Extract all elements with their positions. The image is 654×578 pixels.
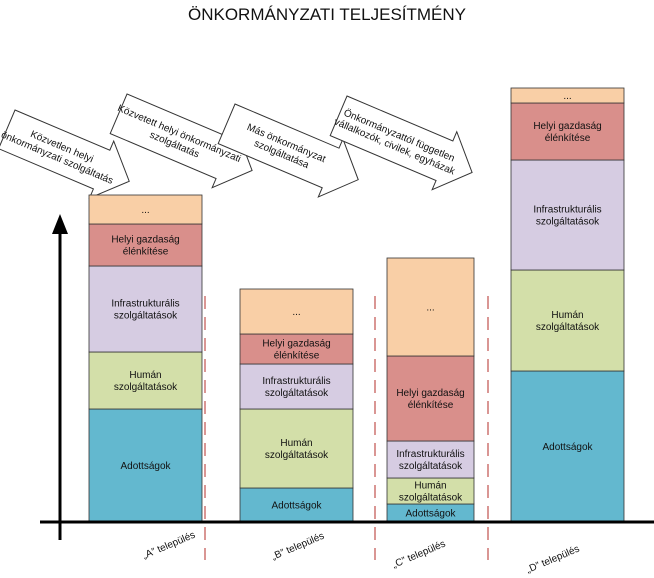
category-label: „A” település bbox=[141, 530, 197, 562]
segment-label-line: szolgáltatások bbox=[399, 461, 463, 472]
segment-label-line: Humán bbox=[280, 438, 312, 449]
segment-human bbox=[88, 351, 203, 410]
segment-label: ... bbox=[141, 205, 149, 216]
segment-label-line: ... bbox=[141, 205, 149, 216]
segment-helyi_gazdasag bbox=[88, 223, 203, 267]
segment-label-line: élénkítése bbox=[545, 133, 591, 144]
segment-label: ... bbox=[563, 91, 571, 102]
segment-label-line: élénkítése bbox=[274, 351, 320, 362]
dividers-layer bbox=[204, 296, 489, 560]
arrow-up-icon bbox=[52, 214, 68, 234]
arrow-shape bbox=[329, 95, 473, 191]
segment-label: ... bbox=[292, 307, 300, 318]
segment-label-line: Infrastrukturális bbox=[111, 299, 179, 310]
segment-label-line: szolgáltatások bbox=[265, 450, 329, 461]
segment-human bbox=[239, 408, 354, 489]
segment-label-line: szolgáltatások bbox=[114, 311, 178, 322]
segment-label: Adottságok bbox=[405, 509, 456, 520]
arrow-shape bbox=[0, 109, 130, 200]
segment-label-line: Adottságok bbox=[405, 509, 456, 520]
segment-helyi_gazdasag bbox=[386, 355, 475, 442]
segment-label-line: élénkítése bbox=[123, 247, 169, 258]
category-label: „C” település bbox=[391, 539, 447, 571]
segment-label-line: Infrastrukturális bbox=[262, 376, 330, 387]
diagram-title: ÖNKORMÁNYZATI TELJESÍTMÉNY bbox=[188, 5, 466, 24]
segment-adottsagok bbox=[510, 370, 625, 523]
segment-label-line: Infrastrukturális bbox=[533, 205, 601, 216]
segment-label-line: ... bbox=[563, 91, 571, 102]
segment-helyi_gazdasag bbox=[510, 102, 625, 161]
segment-human bbox=[386, 477, 475, 505]
segment-label-line: ... bbox=[292, 307, 300, 318]
segment-label-line: Helyi gazdaság bbox=[396, 388, 464, 399]
arrow-shape bbox=[217, 103, 359, 198]
segment-label-line: élénkítése bbox=[408, 400, 454, 411]
segment-egyeb bbox=[239, 288, 354, 335]
segment-label-line: Adottságok bbox=[542, 442, 593, 453]
segment-helyi_gazdasag bbox=[239, 333, 354, 365]
segment-label-line: Helyi gazdaság bbox=[262, 339, 330, 350]
segment-label-line: szolgáltatások bbox=[536, 322, 600, 333]
segment-label: Adottságok bbox=[120, 461, 171, 472]
segment-egyeb bbox=[386, 257, 475, 357]
segment-label-line: Helyi gazdaság bbox=[533, 121, 601, 132]
segment-label-line: Humán bbox=[414, 481, 446, 492]
segment-label: Adottságok bbox=[542, 442, 593, 453]
segment-egyeb bbox=[88, 194, 203, 225]
category-label: „D” település bbox=[525, 544, 581, 576]
segment-label-line: Humán bbox=[129, 370, 161, 381]
segment-infrastrukturalis bbox=[239, 363, 354, 410]
segment-label: ... bbox=[426, 303, 434, 314]
segment-label-line: Adottságok bbox=[271, 501, 322, 512]
segment-label-line: szolgáltatások bbox=[265, 388, 329, 399]
category-label: „B” település bbox=[270, 531, 326, 563]
segment-label-line: Helyi gazdaság bbox=[111, 235, 179, 246]
segment-label-line: szolgáltatások bbox=[114, 382, 178, 393]
segment-label: Adottságok bbox=[271, 501, 322, 512]
segment-label-line: Adottságok bbox=[120, 461, 171, 472]
segment-egyeb bbox=[510, 87, 625, 104]
segment-label-line: ... bbox=[426, 303, 434, 314]
segment-label-line: szolgáltatások bbox=[399, 493, 463, 504]
segment-adottsagok bbox=[239, 487, 354, 523]
segment-label-line: Humán bbox=[551, 310, 583, 321]
segment-label-line: szolgáltatások bbox=[536, 217, 600, 228]
segment-infrastrukturalis bbox=[510, 159, 625, 271]
segment-infrastrukturalis bbox=[88, 265, 203, 353]
segment-human bbox=[510, 269, 625, 372]
segment-infrastrukturalis bbox=[386, 440, 475, 479]
axes-layer bbox=[40, 214, 654, 540]
labels-layer: „A” település „B” település „C” település „… bbox=[141, 530, 581, 576]
segment-label-line: Infrastrukturális bbox=[396, 449, 464, 460]
arrows-layer: Közvetlen helyiönkormányzati szolgáltatá… bbox=[0, 93, 473, 200]
